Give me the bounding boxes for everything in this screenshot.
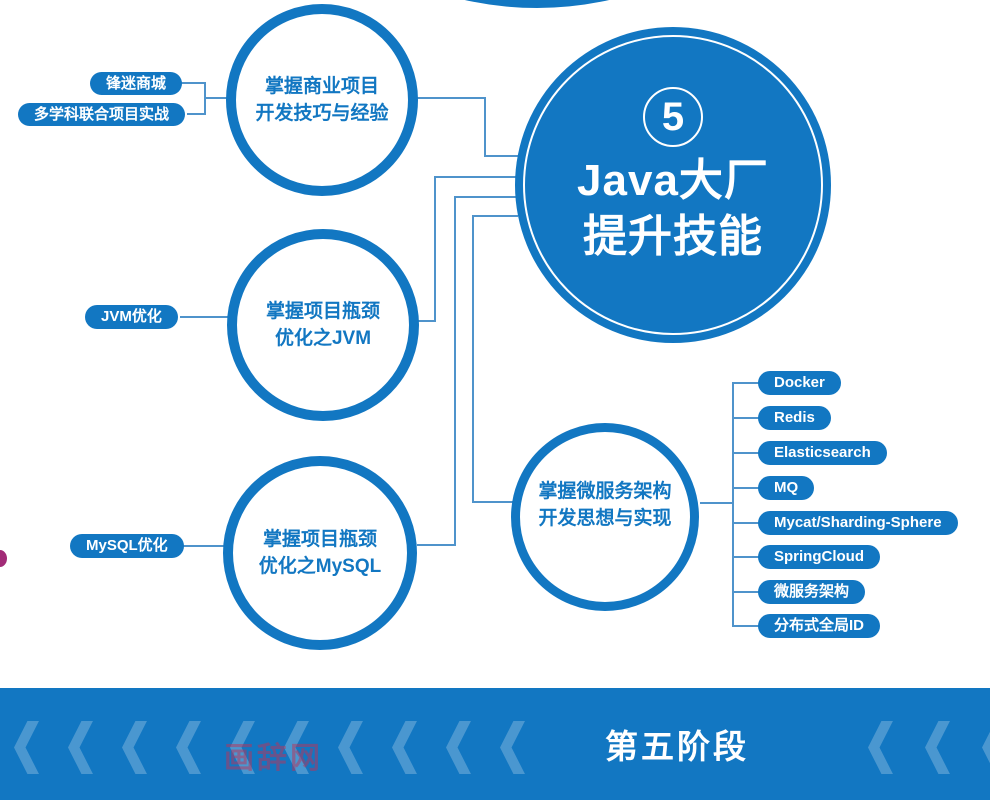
connector-line bbox=[180, 316, 230, 318]
tag-mq: MQ bbox=[758, 476, 815, 500]
connector-line bbox=[732, 625, 759, 627]
tag-elasticsearch: Elasticsearch bbox=[758, 441, 887, 465]
connector-line bbox=[484, 155, 518, 157]
connector-line bbox=[454, 196, 456, 546]
connector-line bbox=[472, 215, 518, 217]
connector-line bbox=[434, 176, 516, 178]
node-label: 掌握微服务架构 bbox=[538, 481, 672, 502]
connector-line bbox=[732, 452, 759, 454]
stage-footer-label: 第五阶段 bbox=[605, 728, 749, 765]
stage-number: 5 bbox=[661, 94, 685, 139]
chevron-left-icon bbox=[14, 721, 39, 774]
connector-line bbox=[454, 196, 516, 198]
tag-mycat-sharding-sphere: Mycat/Sharding-Sphere bbox=[758, 511, 958, 535]
tag-mysql-optimization: MySQL优化 bbox=[70, 534, 184, 558]
connector-rail bbox=[732, 382, 734, 627]
node-label: 掌握项目瓶颈 bbox=[265, 301, 380, 322]
chevron-left-icon bbox=[868, 721, 893, 774]
node-label: 优化之MySQL bbox=[258, 556, 382, 577]
node-label: 优化之JVM bbox=[274, 328, 372, 349]
stage-circle: 5 Java大厂 提升技能 bbox=[515, 27, 831, 343]
node-label: 掌握项目瓶颈 bbox=[262, 529, 377, 550]
connector-line bbox=[434, 176, 436, 322]
left-edge-dot bbox=[0, 550, 7, 567]
connector-line bbox=[732, 522, 759, 524]
node-microservice: 掌握微服务架构 开发思想与实现 bbox=[511, 423, 699, 611]
connector-line bbox=[732, 556, 759, 558]
connector-line bbox=[732, 591, 759, 593]
node-mysql-optimization: 掌握项目瓶颈 优化之MySQL bbox=[223, 456, 417, 650]
stage-number-badge: 5 bbox=[643, 87, 703, 147]
node-label: 开发技巧与经验 bbox=[255, 103, 389, 124]
connector-line bbox=[484, 97, 486, 157]
watermark: 画辞网 bbox=[224, 742, 323, 775]
connector-line bbox=[732, 487, 759, 489]
connector-line bbox=[417, 97, 486, 99]
chevron-left-icon bbox=[338, 721, 363, 774]
stage-title-line1: Java大厂 bbox=[577, 156, 769, 205]
connector-line bbox=[404, 320, 436, 322]
tag-springcloud: SpringCloud bbox=[758, 545, 880, 569]
tag-jvm-optimization: JVM优化 bbox=[85, 305, 178, 329]
tag-microservice-architecture: 微服务架构 bbox=[758, 580, 866, 604]
connector-line bbox=[204, 97, 228, 99]
connector-line bbox=[417, 544, 456, 546]
connector-line bbox=[182, 545, 226, 547]
node-label: 掌握商业项目 bbox=[264, 76, 379, 97]
stage-inner-ring bbox=[523, 35, 823, 335]
stage-title-line2: 提升技能 bbox=[583, 212, 763, 261]
connector-line bbox=[187, 113, 206, 115]
connector-line bbox=[178, 82, 206, 84]
node-label: 开发思想与实现 bbox=[538, 508, 672, 529]
chevron-left-icon bbox=[392, 721, 417, 774]
node-jvm-optimization: 掌握项目瓶颈 优化之JVM bbox=[227, 229, 419, 421]
node-business-project: 掌握商业项目 开发技巧与经验 bbox=[226, 4, 418, 196]
chevron-left-icon bbox=[68, 721, 93, 774]
tag-distributed-global-id: 分布式全局ID bbox=[758, 614, 881, 638]
tag-multidiscipline: 多学科联合项目实战 bbox=[18, 103, 186, 126]
connector-line bbox=[472, 501, 513, 503]
chevron-left-icon bbox=[982, 721, 990, 774]
connector-line bbox=[732, 382, 759, 384]
chevron-left-icon bbox=[925, 721, 950, 774]
chevron-left-icon bbox=[122, 721, 147, 774]
connector-line bbox=[700, 502, 734, 504]
tag-docker: Docker bbox=[758, 371, 841, 395]
connector-line bbox=[732, 417, 759, 419]
chevron-left-icon bbox=[176, 721, 201, 774]
tag-fengmi-mall: 锋迷商城 bbox=[90, 72, 183, 95]
previous-stage-arc bbox=[207, 0, 867, 8]
connector-line bbox=[472, 215, 474, 503]
chevron-left-icon bbox=[446, 721, 471, 774]
tag-redis: Redis bbox=[758, 406, 831, 430]
stage-footer-bar: 第五阶段 bbox=[0, 688, 990, 800]
chevron-left-icon bbox=[500, 721, 525, 774]
